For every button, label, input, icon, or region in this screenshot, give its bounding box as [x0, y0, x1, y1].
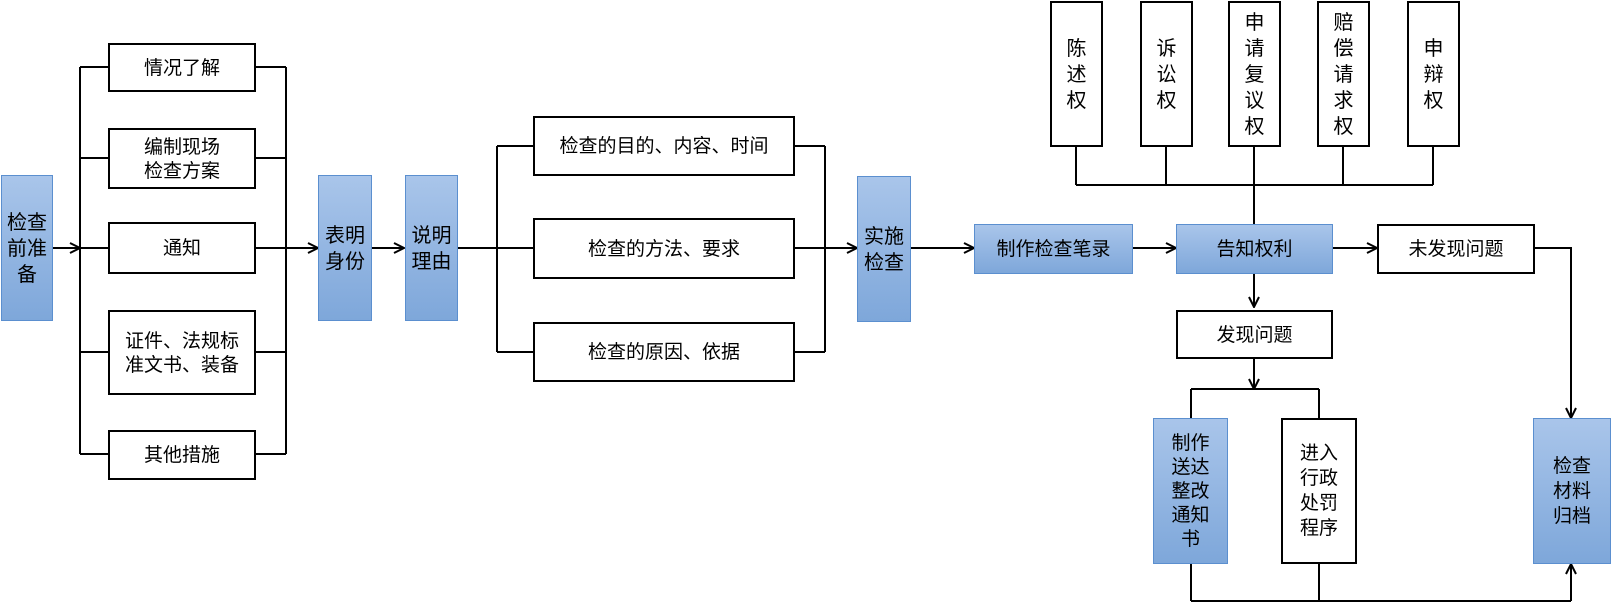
- prep-item-plan: 编制现场检查方案: [108, 128, 256, 189]
- reason-item-purpose: 检查的目的、内容、时间: [533, 116, 795, 176]
- prep-item-notice: 通知: [108, 222, 256, 274]
- right-litigation: 诉讼权: [1140, 1, 1193, 147]
- identity-node: 表明身份: [318, 175, 372, 321]
- reason-node: 说明理由: [405, 175, 458, 321]
- prep-node: 检查前准备: [1, 175, 53, 321]
- prep-item-equipment: 证件、法规标准文书、装备: [108, 310, 256, 395]
- prep-item-other: 其他措施: [108, 430, 256, 480]
- right-statement: 陈述权: [1050, 1, 1103, 147]
- punish-node: 进入行政处罚程序: [1281, 418, 1357, 564]
- prep-item-situation: 情况了解: [108, 43, 256, 92]
- right-defense: 申辩权: [1407, 1, 1460, 147]
- rectify-node: 制作送达整改通知书: [1153, 418, 1228, 564]
- reason-item-basis: 检查的原因、依据: [533, 322, 795, 382]
- no-problem-node: 未发现问题: [1377, 224, 1535, 274]
- archive-node: 检查材料归档: [1533, 418, 1611, 564]
- right-compensation: 赔偿请求权: [1317, 1, 1370, 147]
- right-review: 申请复议权: [1228, 1, 1281, 147]
- record-node: 制作检查笔录: [974, 224, 1133, 274]
- inform-node: 告知权利: [1176, 224, 1333, 274]
- implement-node: 实施检查: [857, 176, 911, 322]
- reason-item-method: 检查的方法、要求: [533, 218, 795, 279]
- problem-node: 发现问题: [1176, 310, 1333, 359]
